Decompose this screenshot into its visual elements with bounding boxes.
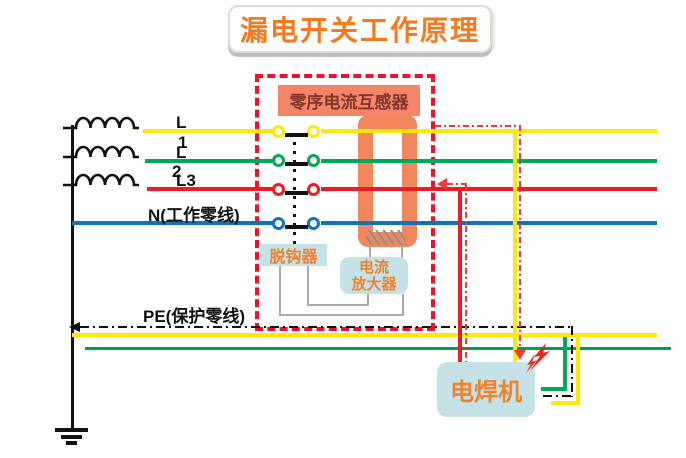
breaker-enclosure	[255, 74, 435, 331]
pe-dashdot-line	[80, 326, 573, 328]
wire-l2	[321, 159, 657, 163]
ct-secondary-winding	[366, 230, 406, 245]
neutral-earth-conductor	[71, 125, 74, 429]
wire-l1	[143, 129, 273, 133]
contact-bridge	[285, 162, 308, 166]
label-l1: L	[176, 113, 187, 132]
pe-dashdot-elbow	[543, 395, 573, 397]
wire-neutral	[72, 221, 273, 225]
signal-wire	[402, 294, 404, 316]
leak-current-path	[447, 183, 467, 185]
leak-current-path	[465, 184, 467, 362]
leak-arrow-down-icon	[514, 350, 526, 360]
ground-icon	[61, 435, 82, 439]
diagram-title: 漏电开关工作原理	[228, 5, 492, 53]
contact-bridge	[285, 133, 308, 137]
ct-lead	[401, 247, 403, 258]
label-pe: PE(保护零线)	[143, 307, 245, 326]
pe-yellow-drop	[576, 336, 580, 405]
transformer-winding-icon	[63, 173, 139, 187]
ground-icon	[66, 441, 77, 445]
amplifier-label-line2: 放大器	[351, 275, 397, 293]
leak-current-path	[435, 125, 521, 127]
wire-l3	[321, 187, 657, 191]
ct-core-ring	[358, 115, 417, 247]
ct-label: 零序电流互感器	[278, 85, 420, 116]
welder-box: 电焊机	[437, 362, 535, 417]
label-l2: L	[176, 143, 187, 162]
wire-l2	[145, 159, 273, 163]
amplifier-label-line1: 电流	[358, 258, 389, 276]
contact-bridge	[285, 225, 308, 229]
l3-drop-wire	[458, 191, 462, 362]
contact-l1	[272, 125, 285, 138]
leak-arrow-left-icon	[437, 178, 447, 190]
l1-drop-wire	[513, 133, 517, 362]
transformer-winding-icon	[63, 145, 139, 159]
pe-green-drop	[563, 337, 567, 391]
contact-bridge	[285, 191, 308, 195]
label-l2-sub: 2	[172, 162, 182, 181]
pe-green-wire	[85, 347, 671, 350]
signal-wire	[367, 294, 369, 306]
pe-green-drop	[541, 387, 567, 391]
pe-arrow-left-icon	[69, 322, 80, 332]
label-l3: L3	[176, 171, 196, 190]
signal-wire	[307, 304, 369, 306]
label-neutral: N(工作零线)	[148, 206, 240, 225]
contact-neutral	[307, 217, 320, 230]
contact-l1	[307, 125, 320, 138]
ct-lead	[369, 247, 371, 258]
contact-neutral	[272, 217, 285, 230]
contact-l2	[307, 154, 320, 167]
wire-l1	[321, 129, 657, 133]
signal-wire	[279, 266, 281, 316]
contact-l3	[307, 183, 320, 196]
amplifier-box: 电流 放大器	[340, 257, 408, 294]
trip-device-box: 脱钩器	[260, 244, 327, 266]
leak-current-path	[519, 125, 521, 351]
pe-yellow-wire	[72, 333, 657, 337]
signal-wire	[279, 314, 404, 316]
trip-linkage-dotted-line	[293, 133, 296, 246]
pe-dashdot-drop	[571, 326, 573, 397]
lightning-bolt-icon	[526, 343, 550, 373]
wire-neutral	[321, 221, 657, 225]
wire-l3	[147, 187, 273, 191]
ground-icon	[55, 428, 88, 432]
label-l1-sub: 1	[178, 133, 188, 152]
pe-yellow-drop	[551, 401, 580, 405]
signal-wire	[307, 266, 309, 306]
contact-l3	[272, 183, 285, 196]
contact-l2	[272, 154, 285, 167]
transformer-winding-icon	[63, 116, 139, 130]
